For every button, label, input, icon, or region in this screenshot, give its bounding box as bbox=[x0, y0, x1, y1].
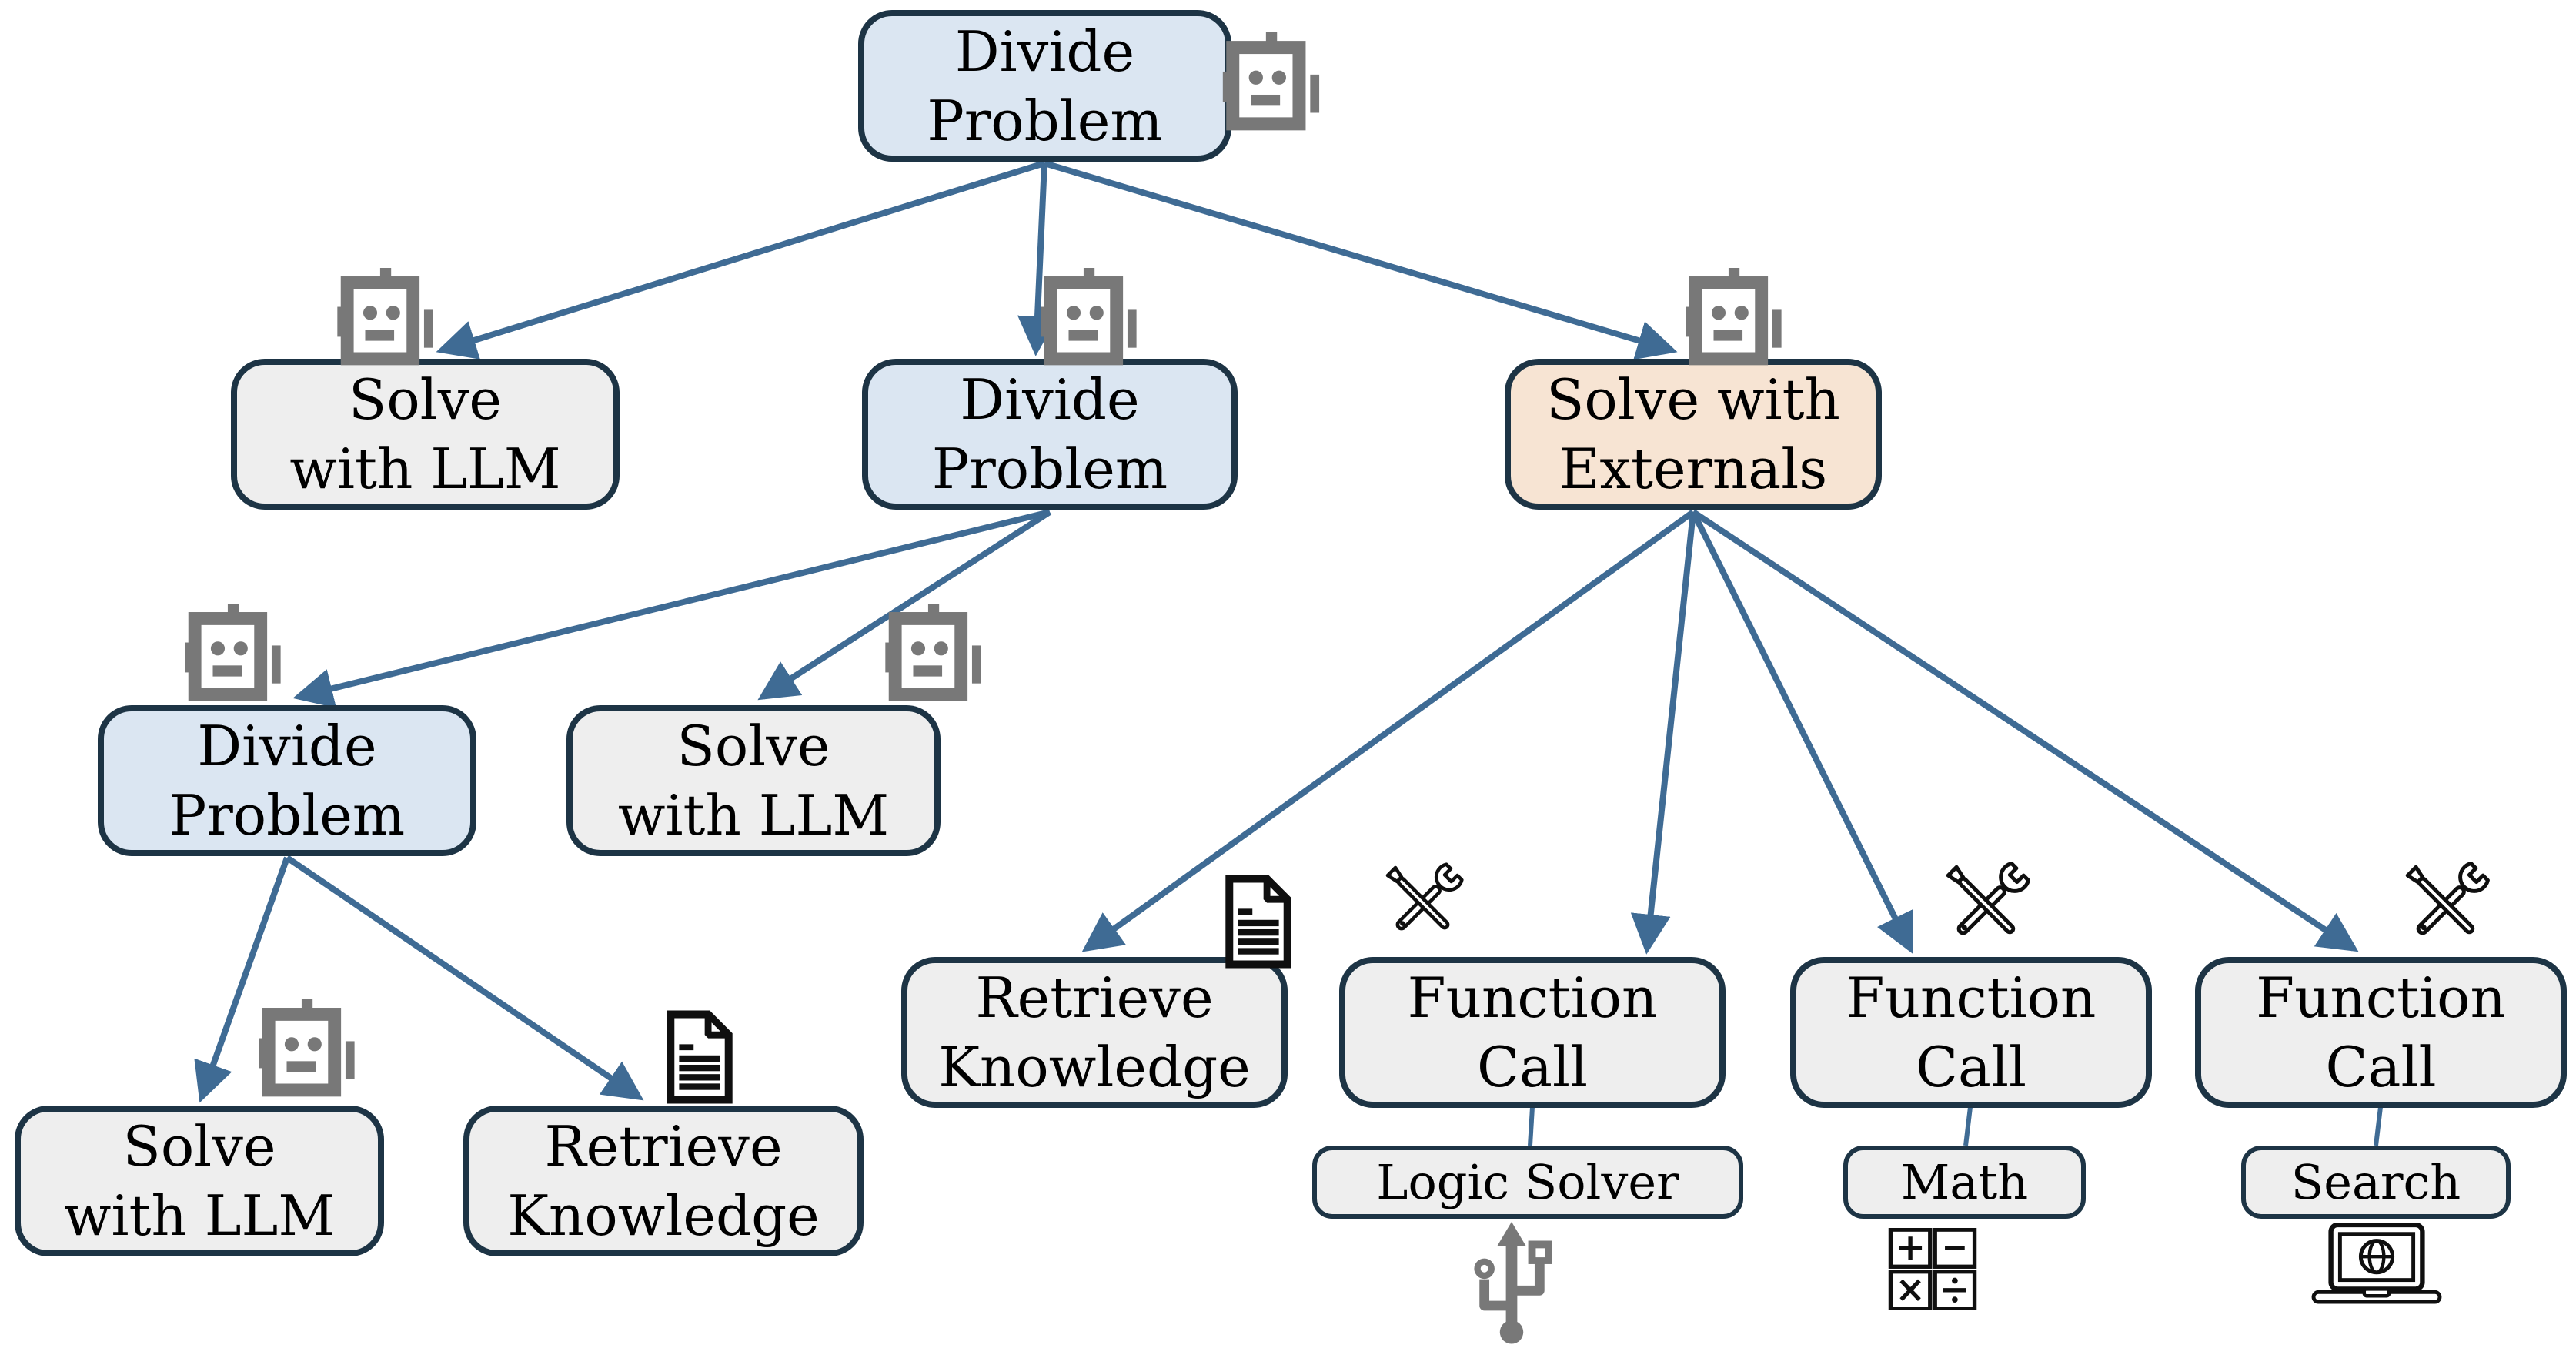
node-label-line: Divide bbox=[960, 367, 1140, 432]
node-label-line: Solve bbox=[677, 714, 830, 778]
node-function-call-1: Function Call bbox=[1339, 957, 1726, 1108]
node-label-line: Problem bbox=[931, 437, 1168, 501]
edge-divide2-to-divide-3 bbox=[292, 509, 1051, 708]
node-label-line: Function bbox=[2256, 965, 2506, 1030]
robot-icon bbox=[885, 604, 985, 701]
usb-icon bbox=[1451, 1220, 1572, 1345]
node-math: Math bbox=[1843, 1146, 2086, 1219]
node-label-line: Retrieve bbox=[975, 965, 1214, 1030]
node-search: Search bbox=[2241, 1146, 2511, 1219]
node-label-line: with LLM bbox=[617, 783, 890, 848]
robot-icon bbox=[1222, 32, 1324, 131]
edge-externals-to-function-1 bbox=[1630, 511, 1696, 955]
node-solve-with-llm-1: Solve with LLM bbox=[231, 359, 620, 510]
node-label-line: Call bbox=[1476, 1035, 1589, 1099]
node-label-line: Call bbox=[2325, 1035, 2437, 1099]
node-label-line: Problem bbox=[169, 783, 406, 848]
edge-function3-to-search bbox=[2374, 1106, 2383, 1146]
node-label-line: Externals bbox=[1559, 437, 1828, 501]
node-label-line: Solve bbox=[349, 367, 502, 432]
node-divide-problem-3: Divide Problem bbox=[98, 705, 476, 856]
document-icon bbox=[665, 1010, 734, 1104]
edge-function2-to-math bbox=[1963, 1106, 1973, 1146]
node-label-line: Logic Solver bbox=[1376, 1153, 1679, 1210]
edge-divide3-to-retrieve-1 bbox=[285, 855, 644, 1101]
node-solve-with-externals: Solve with Externals bbox=[1505, 359, 1882, 510]
node-label-line: Search bbox=[2290, 1153, 2461, 1210]
edge-function1-to-logic-solver bbox=[1528, 1106, 1535, 1146]
node-label-line: Solve with bbox=[1546, 367, 1840, 432]
node-label-line: Divide bbox=[197, 714, 377, 778]
edge-root-to-externals bbox=[1043, 160, 1678, 360]
tools-icon bbox=[1376, 856, 1470, 950]
node-label-line: Call bbox=[1915, 1035, 2027, 1099]
edge-externals-to-function-3 bbox=[1691, 509, 2359, 952]
node-solve-with-llm-3: Solve with LLM bbox=[15, 1106, 384, 1256]
node-function-call-3: Function Call bbox=[2195, 957, 2567, 1108]
node-label-line: Retrieve bbox=[544, 1114, 783, 1179]
node-label-line: Divide bbox=[954, 18, 1135, 84]
node-label-line: Problem bbox=[927, 88, 1163, 153]
node-label-line: Solve bbox=[122, 1114, 276, 1179]
node-label-line: Knowledge bbox=[507, 1183, 820, 1248]
node-label-line: Function bbox=[1846, 965, 2097, 1030]
edge-externals-to-retrieve-2 bbox=[1081, 509, 1696, 952]
node-label-line: Math bbox=[1900, 1153, 2029, 1210]
edge-root-to-solve-llm-1 bbox=[436, 160, 1046, 360]
node-logic-solver: Logic Solver bbox=[1312, 1146, 1743, 1219]
node-label-line: Knowledge bbox=[938, 1035, 1251, 1099]
node-label-line: Function bbox=[1407, 965, 1658, 1030]
node-label-line: with LLM bbox=[289, 437, 561, 501]
node-retrieve-knowledge-2: Retrieve Knowledge bbox=[901, 957, 1288, 1108]
node-label-line: with LLM bbox=[63, 1183, 336, 1248]
edge-divide3-to-solve-llm-3 bbox=[194, 856, 290, 1103]
robot-icon bbox=[259, 999, 359, 1097]
node-retrieve-knowledge-1: Retrieve Knowledge bbox=[463, 1106, 864, 1256]
edge-root-to-divide-2 bbox=[1017, 162, 1057, 356]
robot-icon bbox=[1041, 268, 1141, 366]
calculator-icon bbox=[1887, 1228, 1978, 1310]
node-solve-with-llm-2: Solve with LLM bbox=[566, 705, 941, 856]
robot-icon bbox=[185, 604, 285, 701]
robot-icon bbox=[337, 268, 437, 366]
node-divide-problem-root: Divide Problem bbox=[858, 10, 1231, 162]
tools-icon bbox=[1936, 855, 2037, 956]
edge-divide2-to-solve-llm-2 bbox=[757, 509, 1052, 701]
laptop-globe-icon bbox=[2310, 1223, 2443, 1306]
node-divide-problem-2: Divide Problem bbox=[862, 359, 1238, 510]
document-icon bbox=[1224, 875, 1293, 969]
node-function-call-2: Function Call bbox=[1790, 957, 2152, 1108]
robot-icon bbox=[1686, 268, 1786, 366]
edge-externals-to-function-2 bbox=[1690, 510, 1913, 954]
tools-icon bbox=[2395, 855, 2497, 956]
